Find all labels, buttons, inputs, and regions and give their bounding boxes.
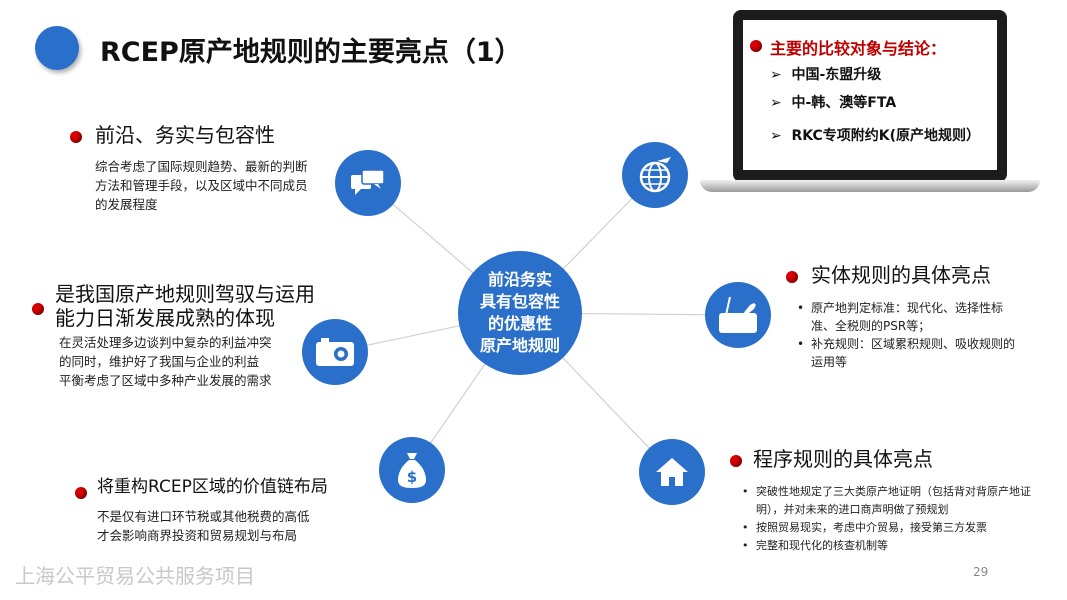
list-item: 按照贸易现实，考虑中介贸易，接受第三方发票 bbox=[740, 519, 1040, 537]
left-mid-heading-1: 是我国原产地规则驾驭与运用 bbox=[55, 282, 315, 306]
left-mid-text: 在灵活处理多边谈判中复杂的利益冲突 的同时，维护好了我国与企业的利益 平衡考虑了… bbox=[59, 333, 272, 390]
text-line: 不是仅有进口环节税或其他税费的高低 bbox=[97, 509, 310, 524]
laptop-item: ➢ RKC专项附约K(原产地规则） bbox=[770, 128, 981, 144]
footer-text: 上海公平贸易公共服务项目 bbox=[15, 564, 255, 588]
bullet-icon bbox=[730, 455, 742, 467]
page-number: 29 bbox=[973, 565, 989, 579]
bullet-icon bbox=[75, 487, 87, 499]
text-line: 平衡考虑了区域中多种产业发展的需求 bbox=[59, 373, 272, 388]
laptop-item-text: 中国-东盟升级 bbox=[791, 67, 882, 83]
right-bottom-heading: 程序规则的具体亮点 bbox=[753, 447, 933, 471]
laptop-base bbox=[700, 180, 1040, 192]
list-item: 补充规则：区域累积规则、吸收规则的运用等 bbox=[795, 335, 1020, 371]
list-item: 完整和现代化的核查机制等 bbox=[740, 537, 1040, 555]
list-item: 突破性地规定了三大类原产地证明（包括背对背原产地证明），并对未来的进口商声明做了… bbox=[740, 483, 1040, 519]
center-line: 前沿务实 bbox=[487, 270, 552, 289]
left-mid-heading-2: 能力日渐发展成熟的体现 bbox=[55, 306, 275, 330]
right-mid-list: 原产地判定标准：现代化、选择性标准、全税则的PSR等； 补充规则：区域累积规则、… bbox=[795, 299, 1020, 371]
page-title: RCEP原产地规则的主要亮点（1） bbox=[100, 37, 522, 68]
globe-plane-icon bbox=[622, 142, 688, 208]
money-bag-icon: $ bbox=[379, 437, 445, 503]
center-circle: 前沿务实 具有包容性 的优惠性 原产地规则 bbox=[458, 251, 582, 375]
laptop-screen bbox=[743, 20, 997, 170]
center-line: 具有包容性 bbox=[479, 292, 560, 311]
laptop-item-text: RKC专项附约K(原产地规则） bbox=[791, 128, 981, 144]
left-bottom-heading: 将重构RCEP区域的价值链布局 bbox=[97, 477, 328, 497]
svg-text:$: $ bbox=[407, 468, 417, 486]
text-line: 才会影响商界投资和贸易规划与布局 bbox=[97, 528, 298, 543]
right-mid-heading: 实体规则的具体亮点 bbox=[811, 263, 991, 287]
left-top-text: 综合考虑了国际规则趋势、最新的判断方法和管理手段，以及区域中不同成员的发展程度 bbox=[95, 159, 308, 212]
left-top-heading: 前沿、务实与包容性 bbox=[95, 123, 275, 147]
camera-icon bbox=[302, 319, 368, 385]
right-bottom-list: 突破性地规定了三大类原产地证明（包括背对背原产地证明），并对未来的进口商声明做了… bbox=[740, 483, 1040, 555]
center-line: 原产地规则 bbox=[479, 336, 560, 355]
laptop-item: ➢ 中国-东盟升级 bbox=[770, 67, 882, 83]
bullet-icon bbox=[786, 271, 798, 283]
text-line: 在灵活处理多边谈判中复杂的利益冲突 bbox=[59, 335, 272, 350]
bullet-icon bbox=[32, 303, 44, 315]
text-line: 的同时，维护好了我国与企业的利益 bbox=[59, 354, 260, 369]
chat-icon bbox=[335, 150, 401, 216]
bullet-icon bbox=[70, 131, 82, 143]
title-dot bbox=[35, 26, 79, 70]
bullet-icon bbox=[750, 40, 762, 52]
toolbox-icon bbox=[705, 282, 771, 348]
home-icon bbox=[639, 439, 705, 505]
list-item: 原产地判定标准：现代化、选择性标准、全税则的PSR等； bbox=[795, 299, 1020, 335]
laptop-item-text: 中-韩、澳等FTA bbox=[791, 95, 897, 111]
left-bottom-text: 不是仅有进口环节税或其他税费的高低 才会影响商界投资和贸易规划与布局 bbox=[97, 507, 310, 545]
center-line: 的优惠性 bbox=[487, 314, 552, 333]
laptop-heading: 主要的比较对象与结论： bbox=[770, 39, 947, 58]
laptop-item: ➢ 中-韩、澳等FTA bbox=[770, 95, 897, 111]
